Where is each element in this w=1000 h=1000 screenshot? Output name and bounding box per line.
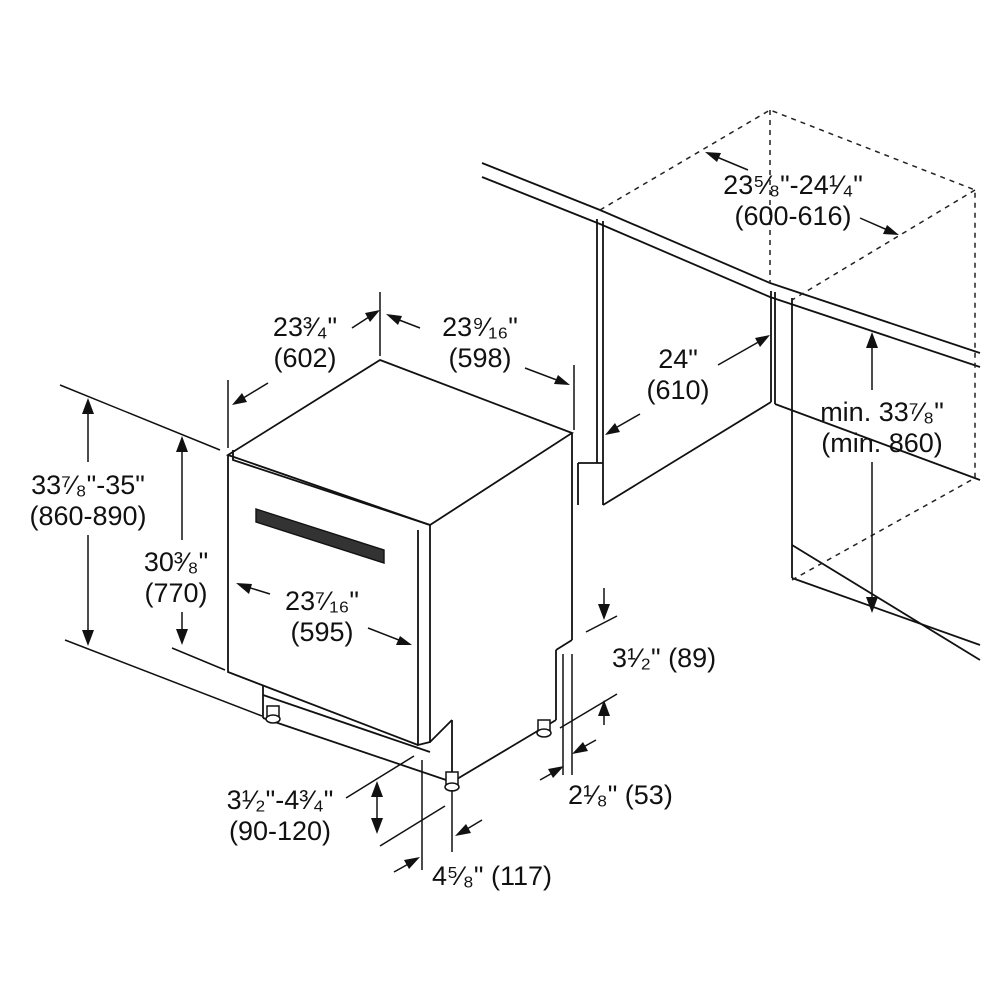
label-cabinet-depth-imperial: 24" <box>658 344 698 374</box>
cavity-outline <box>599 109 976 581</box>
label-door-width-imperial: 23⁷⁄₁₆" <box>285 586 359 616</box>
right-cabinet <box>774 292 981 661</box>
label-overall-height: 33⁷⁄₈"-35" (860-890) <box>10 470 166 532</box>
label-foot-adjust-metric: (90-120) <box>228 816 332 846</box>
label-foot-adjust: 3¹⁄₂"-4³⁄₄" (90-120) <box>205 785 355 847</box>
foot-right <box>536 719 552 738</box>
arrow-door-height <box>176 436 188 645</box>
label-toe-kick-depth: 2¹⁄₈" (53) <box>568 780 673 811</box>
label-min-height: min. 33⁷⁄₈" (min. 860) <box>798 397 966 459</box>
arrow-min-height <box>866 332 878 613</box>
leveling-feet <box>265 705 552 792</box>
arrow-toe-kick-height <box>598 588 610 725</box>
label-depth-side: 23³⁄₄" (602) <box>250 312 360 374</box>
label-door-height: 30³⁄₈" (770) <box>126 547 226 609</box>
left-cabinet <box>577 219 772 506</box>
door-handle <box>255 508 385 564</box>
extension-lines <box>59 292 618 870</box>
arrow-door-width <box>236 583 412 645</box>
label-door-width-metric: (595) <box>290 617 354 647</box>
arrow-toe-kick-depth <box>539 739 597 781</box>
label-depth-side-metric: (602) <box>273 343 337 373</box>
dishwasher-top <box>225 358 574 526</box>
label-door-height-imperial: 30³⁄₈" <box>143 547 209 577</box>
label-cabinet-depth: 24" (610) <box>628 344 728 406</box>
arrow-depth-top <box>386 314 570 385</box>
label-cabinet-opening-width-imperial: 23⁵⁄₈"-24¹⁄₄" <box>723 170 863 200</box>
arrow-cabinet-opening-width <box>705 152 899 235</box>
label-cabinet-depth-metric: (610) <box>646 375 710 405</box>
label-min-height-metric: (min. 860) <box>821 428 943 458</box>
label-foot-setback: 4⁵⁄₈" (117) <box>432 861 552 892</box>
foot-front <box>444 771 460 792</box>
label-door-width: 23⁷⁄₁₆" (595) <box>262 586 382 648</box>
arrow-foot-setback <box>393 819 483 873</box>
countertop <box>481 162 981 368</box>
foot-left <box>265 705 281 724</box>
label-toe-kick-depth-text: 2¹⁄₈" (53) <box>568 780 673 810</box>
label-overall-height-imperial: 33⁷⁄₈"-35" <box>31 470 145 500</box>
label-depth-side-imperial: 23³⁄₄" <box>272 312 338 342</box>
label-foot-setback-text: 4⁵⁄₈" (117) <box>432 861 553 891</box>
label-cabinet-opening-width: 23⁵⁄₈"-24¹⁄₄" (600-616) <box>698 170 888 232</box>
label-depth-top-imperial: 23⁹⁄₁₆" <box>442 312 518 342</box>
arrow-overall-height <box>82 398 94 646</box>
dimension-arrows <box>82 152 899 873</box>
label-toe-kick-height: 3¹⁄₂" (89) <box>612 643 716 674</box>
label-depth-top-metric: (598) <box>448 343 512 373</box>
label-foot-adjust-imperial: 3¹⁄₂"-4³⁄₄" <box>226 785 334 815</box>
label-overall-height-metric: (860-890) <box>29 501 147 531</box>
label-min-height-imperial: min. 33⁷⁄₈" <box>820 397 944 427</box>
arrow-depth-side <box>232 310 380 405</box>
label-door-height-metric: (770) <box>144 578 208 608</box>
label-depth-top: 23⁹⁄₁₆" (598) <box>420 312 540 374</box>
label-toe-kick-height-text: 3¹⁄₂" (89) <box>612 643 717 673</box>
arrow-foot-adjust <box>371 781 383 834</box>
arrow-cabinet-depth <box>605 335 770 435</box>
label-cabinet-opening-width-metric: (600-616) <box>734 201 852 231</box>
